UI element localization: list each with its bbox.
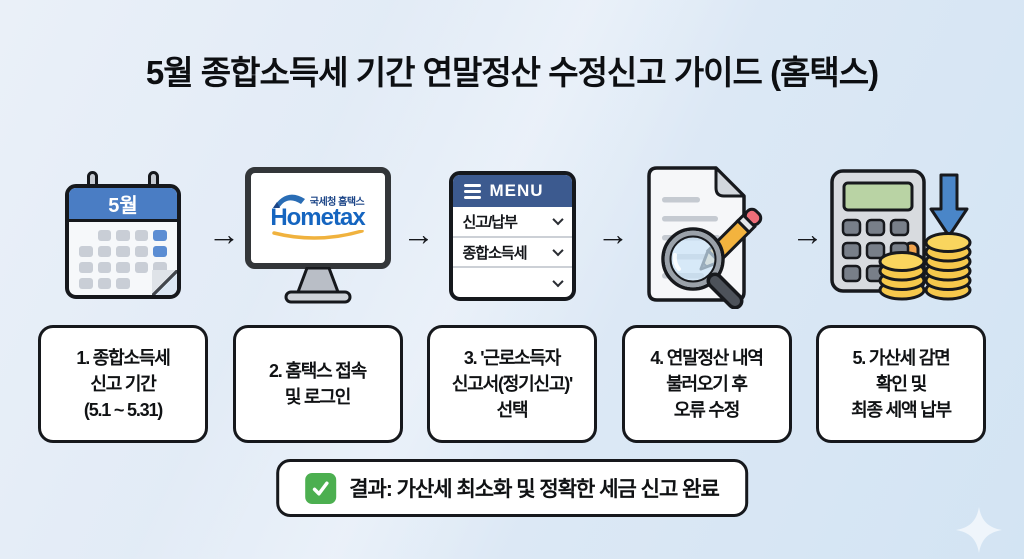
chevron-down-icon <box>551 214 564 226</box>
page-title: 5월 종합소득세 기간 연말정산 수정신고 가이드 (홈택스) <box>145 54 879 91</box>
step2-monitor-icon: 국세청 홈택스 Hometax <box>233 160 403 312</box>
menu-header-label: MENU <box>489 181 544 200</box>
document-review-icon <box>646 166 762 309</box>
chevron-down-icon <box>551 275 564 287</box>
step4-document-icon <box>622 160 792 312</box>
result-text: 결과: 가산세 최소화 및 정확한 세금 신고 완료 <box>349 478 720 501</box>
menu-item-empty[interactable] <box>453 268 572 297</box>
calendar-body: 5월 <box>65 184 181 299</box>
check-icon <box>305 472 337 504</box>
step3-menu-icon: MENU 신고/납부 종합소득세 <box>427 160 597 312</box>
monitor-stand <box>284 267 351 304</box>
hometax-wordmark: Hometax <box>270 204 365 231</box>
step-box-5: 5. 가산세 감면 확인 및 최종 세액 납부 <box>816 325 986 443</box>
flow-arrow-icon: → <box>597 215 629 252</box>
hometax-arc-icon <box>272 194 305 208</box>
calendar-icon: 5월 <box>63 171 183 301</box>
step1-calendar-icon: 5월 <box>38 160 208 312</box>
menu-item-label: 신고/납부 <box>462 213 518 231</box>
down-arrow-icon <box>929 173 969 238</box>
menu-item-report-pay[interactable]: 신고/납부 <box>452 207 572 238</box>
result-banner: 결과: 가산세 최소화 및 정확한 세금 신고 완료 <box>276 459 748 517</box>
hometax-tagline: 국세청 홈택스 <box>309 197 365 208</box>
flow-arrow-icon: → <box>791 215 824 252</box>
menu-header: MENU <box>452 175 572 207</box>
flow-arrow-icon: → <box>402 215 435 252</box>
hometax-swoosh-icon <box>271 229 364 240</box>
flow-arrow-icon: → <box>208 215 240 252</box>
monitor-screen: 국세청 홈택스 Hometax <box>244 167 391 269</box>
step5-calculator-icon <box>816 160 986 312</box>
menu-panel: MENU 신고/납부 종합소득세 <box>448 171 576 301</box>
monitor-icon: 국세청 홈택스 Hometax <box>242 165 394 307</box>
step-box-3: 3. '근로소득자 신고서(정기신고)' 선택 <box>427 325 597 443</box>
menu-item-label: 종합소득세 <box>462 244 528 262</box>
step-box-4: 4. 연말정산 내역 불러오기 후 오류 수정 <box>621 325 792 443</box>
calculator-coins-icon <box>830 169 972 301</box>
calendar-fold-corner <box>152 270 177 295</box>
hometax-logo: 국세청 홈택스 Hometax <box>270 190 366 246</box>
menu-item-comprehensive-income-tax[interactable]: 종합소득세 <box>452 238 572 269</box>
chevron-down-icon <box>551 244 564 257</box>
process-flow: 5월 → <box>38 160 986 312</box>
step-labels-row: 1. 종합소득세 신고 기간 (5.1 ~ 5.31) 2. 홈택스 접속 및 … <box>38 325 986 443</box>
step-box-2: 2. 홈택스 접속 및 로그인 <box>232 325 403 443</box>
calendar-month-label: 5월 <box>69 188 177 222</box>
step-box-1: 1. 종합소득세 신고 기간 (5.1 ~ 5.31) <box>38 325 208 443</box>
calendar-day-grid <box>79 230 167 289</box>
sparkle-icon <box>956 507 1002 553</box>
hamburger-icon <box>463 183 481 199</box>
